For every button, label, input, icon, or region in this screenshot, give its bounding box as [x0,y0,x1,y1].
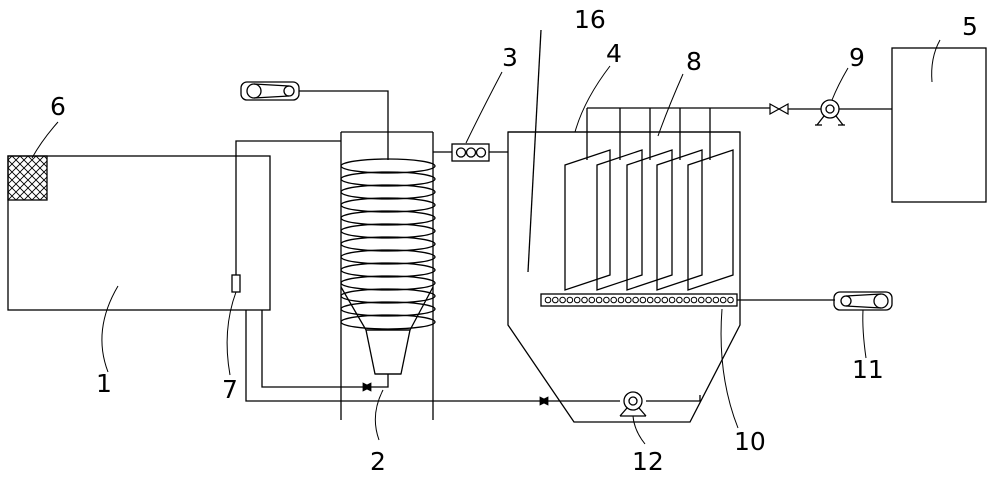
aerator-hole [573,296,581,304]
aerator-hole [719,296,727,304]
aerator-hole [712,296,720,304]
label-1: 1 [96,369,112,398]
reactor-2 [340,131,436,420]
membrane-module [564,149,611,291]
membrane-module [596,149,643,291]
aerator-hole [588,296,596,304]
leader-lines [31,39,941,445]
aerator-hole [603,296,610,304]
sludge-return-line [261,310,389,388]
aerator-hole [668,296,676,304]
membrane-module [656,149,703,291]
aerator-hole [698,296,705,304]
aerator-hole [632,296,639,304]
label-12: 12 [632,447,664,476]
aerator-hole [595,296,603,304]
pump-12 [619,391,647,417]
label-3: 3 [502,43,518,72]
coil-turn [340,249,436,265]
label-11: 11 [852,355,884,384]
aerator-hole [690,296,698,304]
coil-turn [340,197,436,213]
tank-4 [507,29,741,423]
aerator-hole [625,296,632,304]
tank-1 [7,155,271,311]
aerator-hole [661,296,669,304]
valve-bottom-mid [539,396,549,406]
aerator-hole [654,296,661,304]
aerator-hole [705,296,712,304]
blower-top [240,81,389,160]
label-10: 10 [734,427,766,456]
label-4: 4 [606,39,622,68]
spiral-coil [340,158,436,330]
aerator-hole [581,296,588,304]
label-6: 6 [50,92,66,121]
label-7: 7 [222,375,238,404]
coil-turn [340,158,436,174]
aerator-hole [566,296,574,304]
pump-9 [815,99,845,126]
valve-bottom-left [362,382,372,392]
baffle-16 [527,29,542,273]
aerator-hole [646,296,654,304]
tank-5 [891,47,987,203]
recycle-line [245,310,620,402]
coil-turn [340,262,436,278]
coil-turn [340,275,436,291]
sensor-7 [231,140,341,293]
aerator-hole [639,296,647,304]
membrane-modules-8 [564,149,734,291]
label-9: 9 [849,43,865,72]
label-8: 8 [686,47,702,76]
pump-12-outlet [646,395,701,402]
coil-turn [340,184,436,200]
aerator-hole [552,296,559,304]
aerator-hole [610,296,618,304]
aerator-hole [683,296,691,304]
label-5: 5 [962,12,978,41]
coil-turn [340,223,436,239]
aerator-hole [617,296,625,304]
membrane-module [687,149,734,291]
aerator-hole [559,296,566,304]
membrane-header [586,107,770,160]
aerator-hole [727,296,734,304]
coil-turn [340,301,436,317]
filter-3 [451,143,490,162]
coil-turn [340,314,436,330]
aerator-10 [540,293,835,307]
coil-turn [340,210,436,226]
aerator-hole [544,296,552,304]
coil-turn [340,236,436,252]
membrane-module [626,149,673,291]
label-16: 16 [574,5,606,34]
label-2: 2 [370,447,386,476]
mesh-screen-6 [7,155,48,201]
coil-turn [340,171,436,187]
blower-11 [833,291,893,311]
valve-outlet [769,102,789,116]
aerator-hole [676,296,683,304]
coil-turn [340,288,436,304]
